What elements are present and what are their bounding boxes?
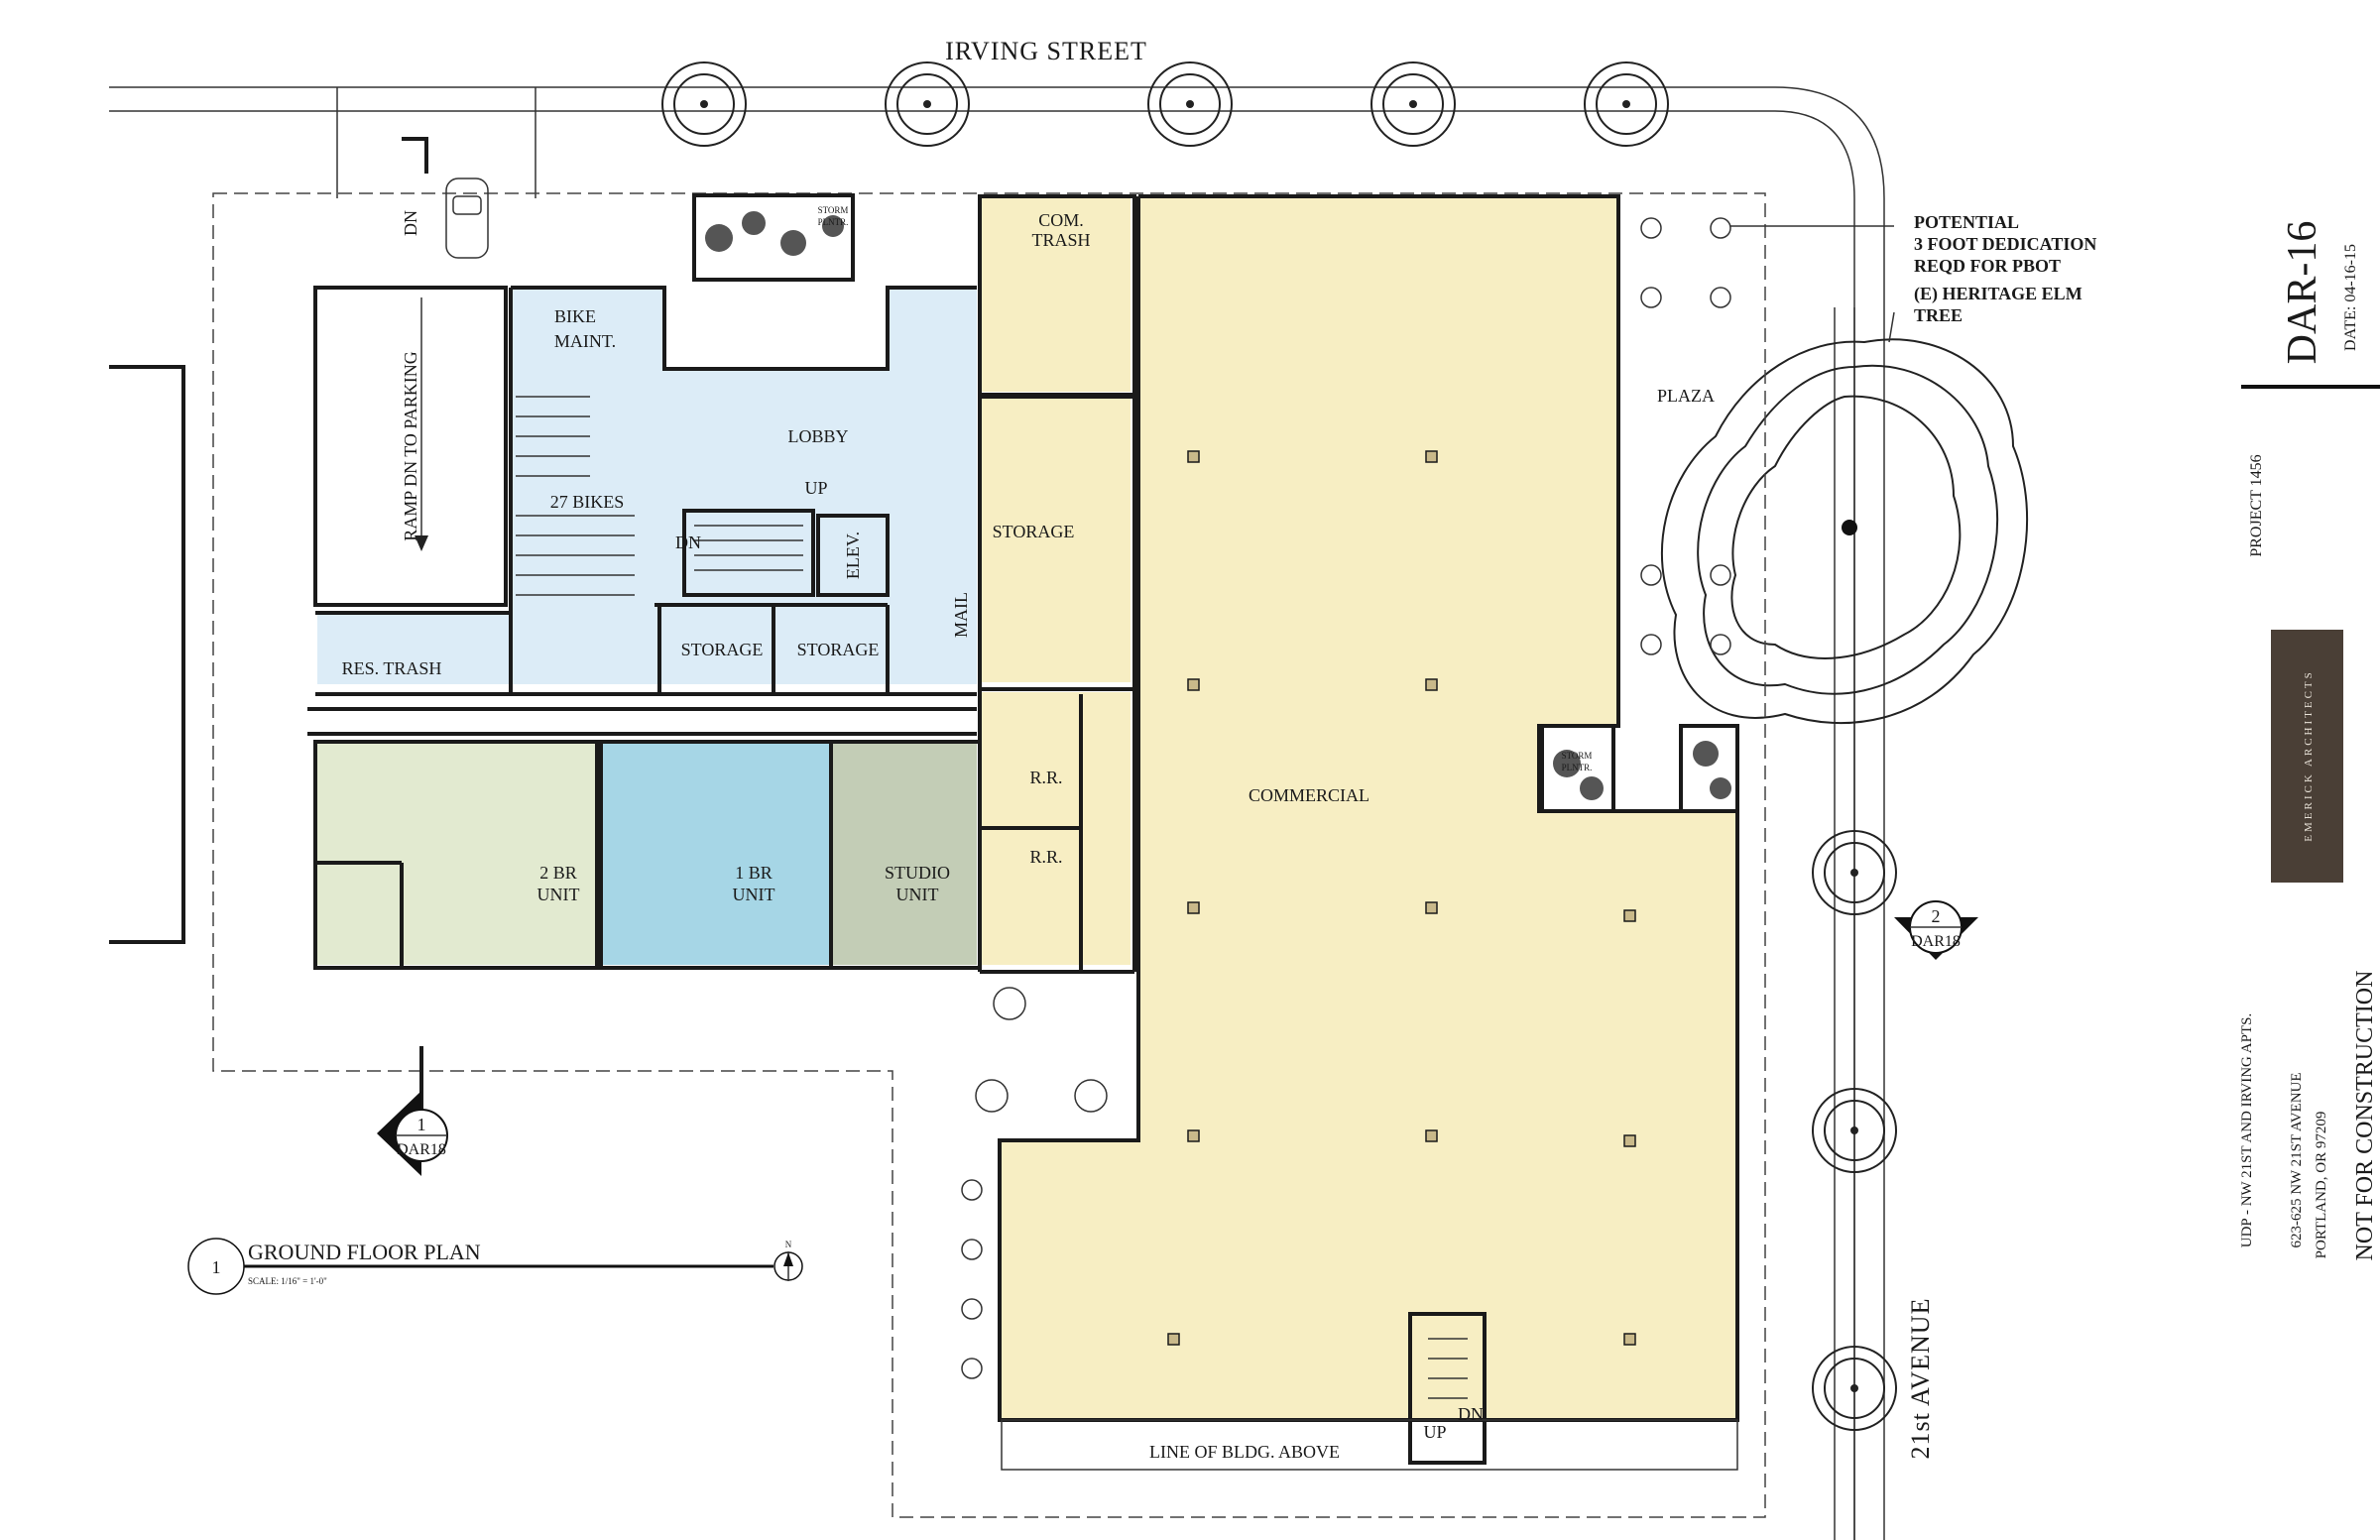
section-marker-1-sheet: DAR18 — [397, 1141, 446, 1158]
label-stair-dn: DN — [675, 533, 701, 552]
ramp-arrow-icon — [415, 297, 428, 551]
residential-core-fill — [511, 288, 977, 684]
label-storm-planter-east-1: STORM — [1562, 751, 1593, 761]
label-rr-1: R.R. — [1029, 768, 1062, 787]
drawing-scale: SCALE: 1/16" = 1'-0" — [248, 1276, 327, 1286]
sheet-number: DAR-16 — [2280, 221, 2325, 365]
project-number: PROJECT 1456 — [2248, 454, 2265, 556]
project-name: UDP - NW 21ST AND IRVING APTS. — [2239, 1013, 2255, 1247]
label-bike-maint-2: MAINT. — [554, 331, 616, 351]
drawing-title: 1 GROUND FLOOR PLAN SCALE: 1/16" = 1'-0"… — [187, 1238, 803, 1295]
label-storage-east: STORAGE — [993, 522, 1075, 541]
label-line-of-bldg: LINE OF BLDG. ABOVE — [1149, 1442, 1340, 1462]
label-stair2-up: UP — [1423, 1422, 1446, 1442]
firm-name: EMERICK ARCHITECTS — [2303, 669, 2315, 841]
project-address-2: PORTLAND, OR 97209 — [2314, 1112, 2329, 1259]
section-marker-2: 2 DAR18 — [1894, 900, 1978, 960]
section-marker-2-number: 2 — [1932, 906, 1941, 926]
com-trash-fill — [982, 198, 1130, 392]
title-block: DAR-16 DATE: 04-16-15 PROJECT 1456 EMERI… — [2239, 221, 2380, 1261]
label-commercial: COMMERCIAL — [1249, 785, 1369, 805]
label-unit-2br-2: UNIT — [537, 885, 580, 904]
walls — [109, 137, 1739, 1465]
car-icon — [445, 178, 489, 259]
label-unit-2br-1: 2 BR — [539, 863, 577, 883]
label-storm-planter-east-2: PLNTR. — [1562, 763, 1593, 772]
note-dedication-2: 3 FOOT DEDICATION — [1914, 234, 2096, 254]
note-elm-1: (E) HERITAGE ELM — [1914, 284, 2082, 304]
note-elm-2: TREE — [1914, 305, 1963, 325]
label-unit-1br-2: UNIT — [733, 885, 775, 904]
label-unit-studio-1: STUDIO — [885, 863, 950, 883]
res-trash-fill — [317, 613, 511, 684]
unit-1br-fill — [603, 742, 829, 965]
label-res-trash: RES. TRASH — [342, 658, 442, 678]
note-dedication-3: REQD FOR PBOT — [1914, 256, 2061, 276]
label-elev: ELEV. — [843, 532, 863, 579]
drawing-number: 1 — [212, 1257, 221, 1277]
label-com-trash-2: TRASH — [1031, 230, 1090, 250]
drawing-title-text: GROUND FLOOR PLAN — [248, 1240, 481, 1264]
label-rr-2: R.R. — [1029, 847, 1062, 867]
commercial-fill — [1002, 198, 1735, 1418]
bike-rack — [516, 396, 635, 596]
label-storm-planter-2: PLNTR. — [818, 217, 849, 227]
cafe-tables — [961, 217, 1731, 1379]
storage-east-fill — [982, 397, 1130, 682]
street-label-east: 21st AVENUE — [1906, 1298, 1935, 1460]
street-label-north: IRVING STREET — [945, 37, 1147, 65]
label-stair2-dn: DN — [1458, 1404, 1484, 1424]
sheet-date: DATE: 04-16-15 — [2342, 244, 2359, 351]
street-lines — [109, 86, 1885, 1540]
section-marker-1-number: 1 — [417, 1115, 426, 1134]
street-trees-north — [661, 61, 1669, 147]
firm-logo-box — [2271, 630, 2343, 883]
label-com-trash-1: COM. — [1038, 210, 1084, 230]
label-unit-1br-1: 1 BR — [735, 863, 773, 883]
heritage-elm-tree — [1660, 338, 2029, 725]
room-fills — [317, 198, 1735, 1418]
commercial-columns — [1167, 450, 1636, 1346]
stair-treads — [694, 525, 1468, 1399]
label-unit-studio-2: UNIT — [896, 885, 939, 904]
label-stair-up: UP — [804, 478, 827, 498]
project-address-1: 623-625 NW 21ST AVENUE — [2289, 1072, 2305, 1247]
label-bike-maint-1: BIKE — [554, 306, 596, 326]
annotation-notes: POTENTIAL 3 FOOT DEDICATION REQD FOR PBO… — [1730, 212, 2096, 343]
label-mail: MAIL — [951, 592, 971, 638]
room-labels: RAMP DN TO PARKING DN BIKE MAINT. 27 BIK… — [342, 205, 1715, 1462]
north-arrow-icon — [774, 1251, 803, 1281]
not-for-construction: NOT FOR CONSTRUCTION — [2352, 971, 2378, 1261]
label-storm-planter-1: STORM — [818, 205, 849, 215]
unit-2br-fill — [317, 742, 595, 965]
label-ramp: RAMP DN TO PARKING — [401, 351, 420, 541]
section-marker-2-sheet: DAR18 — [1911, 933, 1961, 950]
note-dedication-1: POTENTIAL — [1914, 212, 2019, 232]
unit-studio-fill — [833, 742, 977, 965]
section-marker-1: 1 DAR18 — [377, 1046, 448, 1176]
label-lobby: LOBBY — [787, 426, 848, 446]
label-storage-1: STORAGE — [681, 640, 764, 659]
label-storage-2: STORAGE — [797, 640, 880, 659]
north-label: N — [785, 1240, 792, 1249]
planter-shrubs — [705, 211, 1731, 800]
label-plaza: PLAZA — [1657, 386, 1715, 406]
street-trees-east — [1812, 830, 1897, 1431]
building-above-line — [1001, 1419, 1738, 1471]
property-line — [212, 192, 1766, 1518]
label-ramp-dn: DN — [401, 210, 420, 236]
label-bikes: 27 BIKES — [550, 492, 625, 512]
